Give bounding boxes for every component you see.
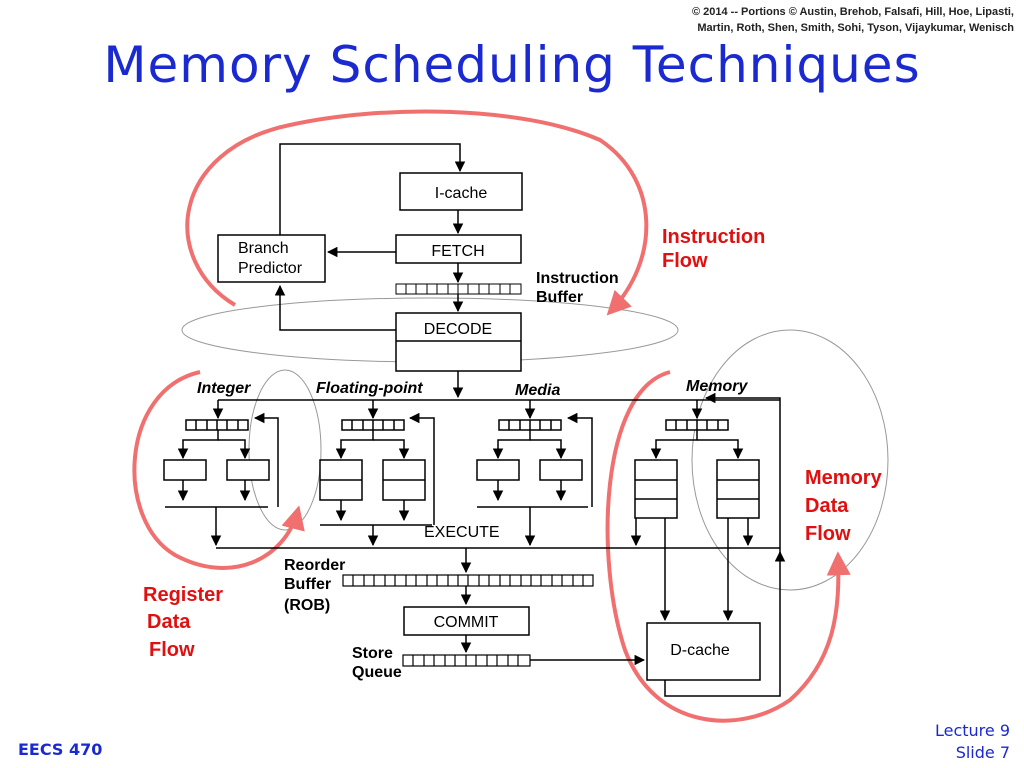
decode-box — [395, 312, 522, 372]
execute-label: EXECUTE — [424, 524, 500, 541]
execute-bus — [216, 547, 780, 574]
floating-point-label: Floating-point — [316, 380, 423, 397]
copyright-line-1: © 2014 -- Portions © Austin, Brehob, Fal… — [691, 6, 1014, 18]
register-flow-loop — [132, 370, 305, 570]
memory-flow-loop — [605, 370, 851, 723]
commit-label: COMMIT — [434, 614, 499, 631]
instruction-flow-label-1: Instruction — [662, 226, 765, 248]
slide-info: Lecture 9 Slide 7 — [935, 720, 1010, 764]
memory-label: Memory — [686, 378, 748, 395]
register-flow-label-3: Flow — [149, 639, 195, 661]
instruction-buffer-label-1: Instruction — [536, 270, 619, 287]
icache-box — [399, 172, 523, 211]
memory-ellipse — [691, 329, 889, 591]
icache-label: I-cache — [435, 185, 488, 202]
integer-label: Integer — [197, 380, 251, 397]
media-label: Media — [515, 382, 560, 399]
slide-title: Memory Scheduling Techniques — [103, 36, 921, 94]
copyright-line-2: Martin, Roth, Shen, Smith, Sohi, Tyson, … — [697, 22, 1014, 34]
decode-label: DECODE — [424, 321, 492, 338]
branch-label-1: Branch — [238, 240, 289, 257]
store-queue — [402, 654, 531, 667]
branch-label-2: Predictor — [238, 260, 303, 277]
fetch-connections — [218, 143, 780, 401]
copyright-notice: © 2014 -- Portions © Austin, Brehob, Fal… — [414, 4, 1014, 36]
slide-number: Slide 7 — [955, 743, 1010, 762]
fetch-label: FETCH — [431, 243, 484, 260]
rob-label-2: Buffer — [284, 576, 331, 593]
register-flow-label-2: Data — [147, 611, 191, 633]
dcache-label: D-cache — [670, 642, 730, 659]
fetch-box — [395, 234, 522, 264]
instruction-flow-loop — [185, 109, 649, 316]
branch-predictor-box — [217, 234, 326, 283]
commit-box — [403, 606, 530, 636]
course-label: EECS 470 — [18, 740, 103, 759]
memory-flow-label-2: Data — [805, 495, 849, 517]
instruction-buffer — [395, 283, 522, 295]
memory-flow-label-3: Flow — [805, 523, 851, 545]
store-queue-label-1: Store — [352, 645, 393, 662]
register-flow-label-1: Register — [143, 584, 223, 606]
reorder-buffer — [342, 574, 594, 587]
integer-cluster — [163, 400, 279, 547]
instruction-flow-label-2: Flow — [662, 250, 708, 272]
lecture-number: Lecture 9 — [934, 721, 1010, 740]
floating-point-cluster — [319, 400, 435, 547]
rob-label-1: Reorder — [284, 557, 345, 574]
dcache-box — [646, 622, 761, 681]
instruction-buffer-label-2: Buffer — [536, 289, 583, 306]
store-queue-label-2: Queue — [352, 664, 402, 681]
memory-flow-label-1: Memory — [805, 467, 883, 489]
register-ellipse — [248, 369, 322, 531]
media-cluster — [476, 400, 593, 547]
rob-label-3: (ROB) — [284, 597, 330, 614]
